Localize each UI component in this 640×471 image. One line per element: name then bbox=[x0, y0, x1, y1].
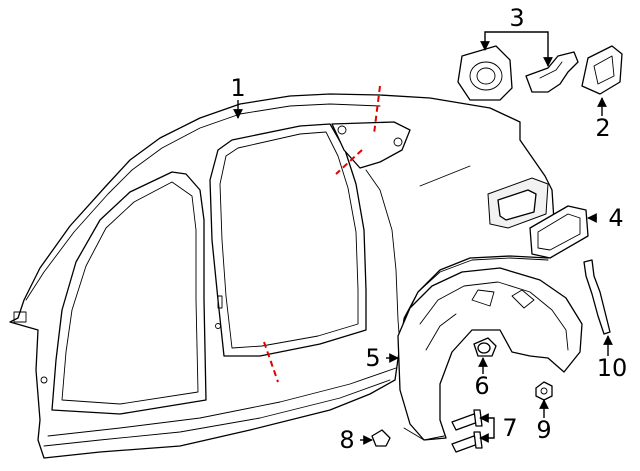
leader-lines bbox=[233, 31, 613, 445]
hex-nut bbox=[535, 381, 553, 401]
fuel-filler-door bbox=[581, 45, 623, 95]
callout-4: 4 bbox=[608, 204, 623, 232]
fuel-filler-housing bbox=[457, 45, 513, 101]
callout-3: 3 bbox=[509, 4, 524, 32]
callout-2: 2 bbox=[595, 114, 610, 142]
callout-6: 6 bbox=[474, 372, 489, 400]
push-in-retainer bbox=[473, 337, 497, 357]
body-side-panel bbox=[9, 93, 557, 459]
reinforcement-bracket bbox=[583, 259, 611, 335]
clip-nut bbox=[371, 429, 391, 447]
callout-1: 1 bbox=[230, 74, 245, 102]
callout-8: 8 bbox=[339, 426, 354, 454]
callout-5: 5 bbox=[365, 344, 380, 372]
callout-labels: 1 2 3 4 5 6 7 8 9 10 bbox=[230, 4, 627, 454]
fuel-door-hinge bbox=[525, 51, 579, 93]
cut-lines bbox=[263, 85, 381, 383]
fuel-door-seal bbox=[529, 205, 589, 259]
wheel-house-liner bbox=[397, 267, 583, 441]
callout-10: 10 bbox=[597, 354, 628, 382]
callout-7: 7 bbox=[502, 414, 517, 442]
bolts bbox=[451, 409, 483, 453]
callout-9: 9 bbox=[536, 416, 551, 444]
